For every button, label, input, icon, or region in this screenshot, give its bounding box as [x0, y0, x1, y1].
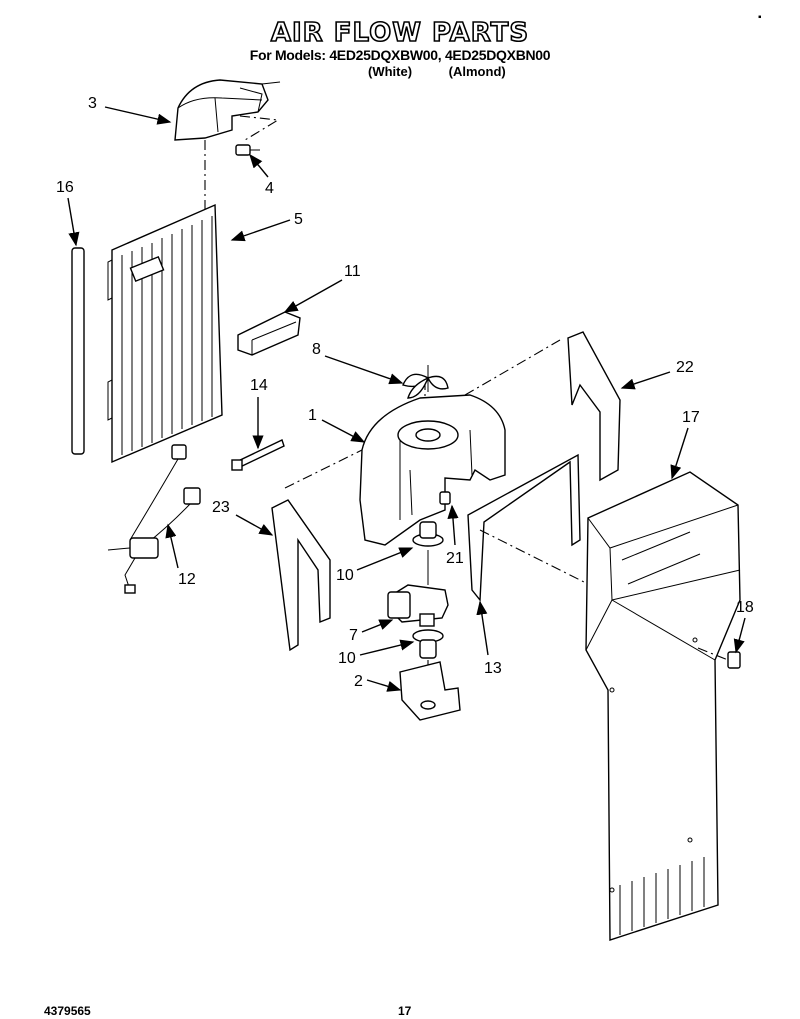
variant-white: (White)	[368, 64, 413, 79]
part-1-fan-housing	[359, 394, 506, 546]
callout-21: 21	[446, 550, 464, 567]
page-title: AIR FLOW PARTS	[270, 17, 530, 49]
part-2-motor-bracket	[399, 661, 461, 721]
part-10-grommet-upper	[412, 521, 444, 547]
callout-18: 18	[736, 599, 754, 616]
leader-lines	[67, 106, 746, 692]
part-11-bracket	[237, 311, 301, 356]
callout-23: 23	[212, 499, 230, 516]
callout-11: 11	[344, 263, 361, 280]
part-21-screw	[439, 491, 451, 505]
callout-1: 1	[308, 407, 317, 424]
callout-5: 5	[294, 211, 303, 228]
part-14-thermistor	[231, 439, 285, 471]
callout-16: 16	[56, 179, 74, 196]
callout-2: 2	[354, 673, 363, 690]
callout-17: 17	[682, 409, 700, 426]
part-7-fan-motor	[387, 584, 449, 627]
callout-10-upper: 10	[336, 567, 354, 584]
page-number: 17	[398, 1004, 412, 1018]
part-8-fan-blade	[402, 365, 449, 399]
callout-10-lower: 10	[338, 650, 356, 667]
part-3-duct-cover	[174, 79, 281, 141]
callout-14: 14	[250, 377, 268, 394]
callout-7: 7	[349, 627, 358, 644]
part-4-screw	[235, 144, 260, 156]
callout-8: 8	[312, 341, 321, 358]
part-5-evaporator-cover	[107, 203, 223, 464]
variant-almond: (Almond)	[448, 64, 506, 79]
part-18-screw	[727, 651, 741, 669]
callout-13: 13	[484, 660, 502, 677]
part-23-air-channel-left	[271, 499, 331, 652]
part-22-air-channel-right	[567, 331, 621, 482]
document-number: 4379565	[44, 1004, 91, 1018]
part-10-grommet-lower	[412, 629, 444, 659]
callout-12: 12	[178, 571, 196, 588]
callout-3: 3	[88, 95, 97, 112]
corner-mark: ▪	[758, 12, 762, 23]
part-17-rear-panel	[585, 471, 741, 941]
part-13-seal	[467, 453, 581, 602]
callout-4: 4	[265, 180, 274, 197]
part-16-gasket-strip	[71, 247, 85, 455]
model-list: For Models: 4ED25DQXBW00, 4ED25DQXBN00	[249, 47, 551, 63]
color-variants: (White) (Almond)	[368, 64, 506, 79]
callout-22: 22	[676, 359, 694, 376]
callout-labels: 3 4 5 16 11 8 14 1 23 12 21 10 7 10 2 13…	[56, 95, 754, 690]
